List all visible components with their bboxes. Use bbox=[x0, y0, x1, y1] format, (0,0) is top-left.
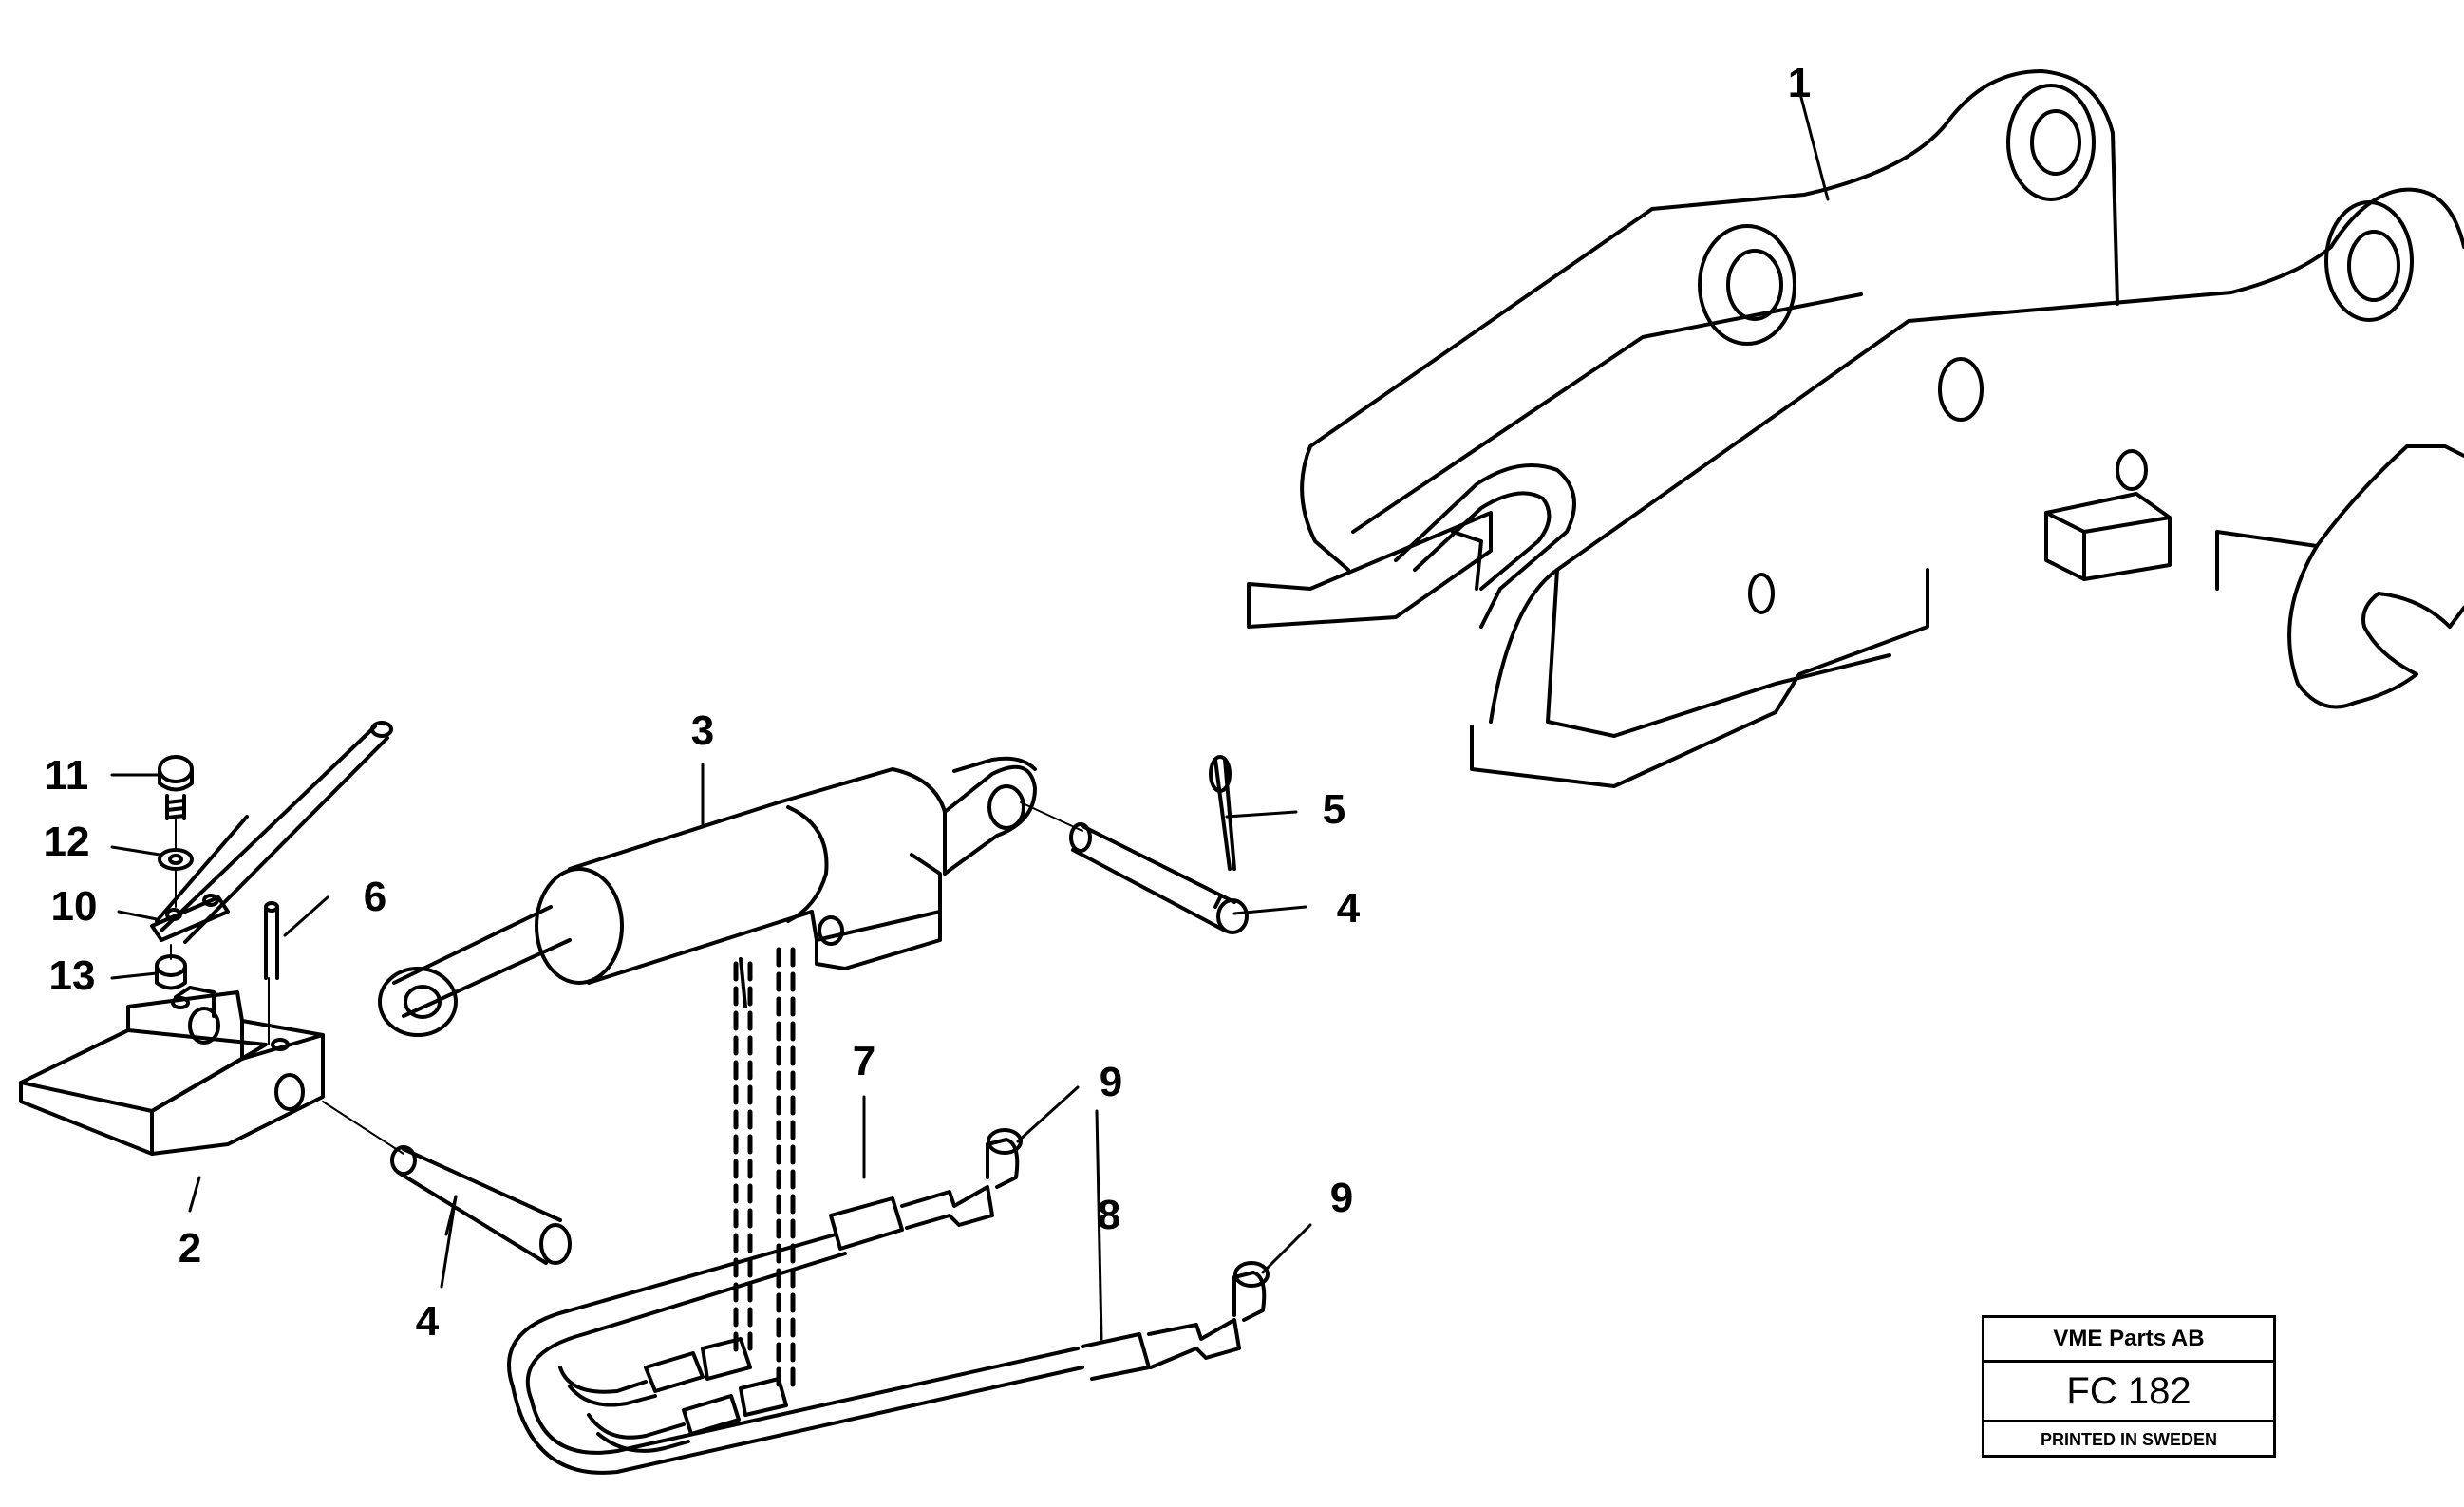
callout-10: 10 bbox=[50, 883, 98, 930]
callout-5: 5 bbox=[1322, 786, 1346, 833]
lever-block-part bbox=[19, 986, 325, 1156]
pin-left bbox=[390, 1145, 572, 1265]
callout-9-upper: 9 bbox=[1099, 1059, 1123, 1105]
link-plate bbox=[150, 894, 230, 942]
screw bbox=[158, 755, 194, 820]
callout-12: 12 bbox=[43, 819, 90, 865]
callout-3: 3 bbox=[690, 707, 715, 754]
spacer bbox=[155, 954, 187, 990]
callout-11: 11 bbox=[44, 752, 89, 799]
roll-pin bbox=[264, 901, 279, 980]
split-pin bbox=[1209, 755, 1236, 871]
callout-6: 6 bbox=[363, 874, 387, 920]
callout-4-left: 4 bbox=[415, 1298, 440, 1345]
callout-2: 2 bbox=[178, 1225, 202, 1272]
dashed-connection-lines bbox=[733, 947, 796, 1394]
callout-7: 7 bbox=[852, 1038, 876, 1084]
callout-8: 8 bbox=[1097, 1192, 1121, 1238]
assembly-lines bbox=[170, 801, 1083, 1155]
callout-13: 13 bbox=[48, 952, 96, 999]
callout-9-lower: 9 bbox=[1329, 1175, 1354, 1221]
figure-code: FC 182 bbox=[1984, 1363, 2273, 1422]
washer bbox=[158, 848, 194, 871]
hydraulic-cylinder bbox=[378, 756, 1037, 1037]
quick-coupler-frame bbox=[1247, 69, 2464, 788]
pin-right bbox=[1069, 822, 1249, 934]
leader-lines bbox=[110, 88, 1830, 1341]
company-name: VME Parts AB bbox=[1984, 1318, 2273, 1363]
callout-1: 1 bbox=[1787, 60, 1812, 106]
printed-note: PRINTED IN SWEDEN bbox=[2040, 1430, 2217, 1449]
title-block: VME Parts AB FC 182 PRINTED IN SWEDEN bbox=[1982, 1315, 2276, 1458]
callout-4-right: 4 bbox=[1336, 885, 1361, 932]
hose-assembly bbox=[507, 1128, 1270, 1475]
lever-handle bbox=[155, 721, 393, 944]
